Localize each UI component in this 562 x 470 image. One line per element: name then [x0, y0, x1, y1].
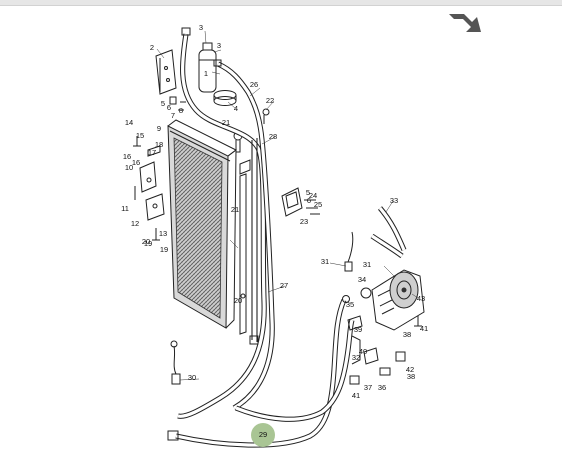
callout-5: 5	[306, 188, 310, 197]
callout-41: 41	[420, 324, 428, 333]
callout-23: 23	[300, 217, 308, 226]
receiver-dryer[interactable]	[198, 42, 217, 93]
callout-8: 8	[179, 106, 183, 115]
hose-30[interactable]	[167, 295, 350, 448]
compressor-fittings[interactable]	[347, 315, 422, 385]
next-page-arrow-icon[interactable]	[446, 11, 486, 35]
dryer-bracket[interactable]	[155, 49, 177, 95]
callout-20: 20	[234, 296, 242, 305]
callout-41: 41	[352, 391, 360, 400]
callout-18: 18	[155, 140, 163, 149]
callout-25: 25	[314, 200, 322, 209]
callout-4: 4	[234, 104, 238, 113]
callout-3: 3	[199, 23, 203, 32]
leader-lines	[156, 30, 419, 381]
callout-34: 34	[358, 275, 366, 284]
ac-compressor[interactable]	[360, 269, 425, 331]
callout-27: 27	[280, 281, 288, 290]
callout-38: 38	[403, 330, 411, 339]
mount-bracket-25[interactable]	[281, 187, 320, 217]
callout-26: 26	[250, 80, 258, 89]
callout-20: 20	[142, 237, 150, 246]
callout-29: 29	[259, 430, 267, 439]
hose-33[interactable]	[370, 206, 407, 259]
left-mount-hardware[interactable]	[133, 136, 165, 241]
callout-16: 16	[123, 152, 131, 161]
callout-42: 42	[406, 365, 414, 374]
callout-17: 17	[148, 148, 156, 157]
highlight-badge-30[interactable]	[251, 423, 275, 447]
callout-16: 16	[132, 158, 140, 167]
callout-39: 39	[354, 325, 362, 334]
callout-43: 43	[417, 294, 425, 303]
sensor-lead-31-left[interactable]	[170, 340, 181, 385]
callout-36: 36	[378, 383, 386, 392]
clamp-ring[interactable]	[213, 90, 237, 106]
callout-21: 21	[222, 118, 230, 127]
hose-29-tube[interactable]	[251, 138, 258, 342]
callout-7: 7	[171, 111, 175, 120]
hose-top-fittings[interactable]	[181, 27, 259, 345]
hose-27-upper[interactable]	[216, 61, 275, 411]
callout-19: 19	[144, 239, 152, 248]
condenser-core[interactable]	[167, 119, 237, 329]
callout-37: 37	[364, 383, 372, 392]
callout-30: 30	[188, 373, 196, 382]
callout-14: 14	[125, 118, 133, 127]
callout-12: 12	[131, 219, 139, 228]
hose-30-branch[interactable]	[235, 319, 355, 422]
top-toolbar-strip	[0, 0, 562, 6]
callout-1: 1	[204, 69, 208, 78]
callout-31: 31	[321, 257, 329, 266]
callout-9: 9	[157, 124, 161, 133]
condenser-side-bracket[interactable]	[239, 159, 251, 335]
sensor-lead-31-right[interactable]	[344, 231, 354, 272]
callout-32: 32	[352, 353, 360, 362]
callout-13: 13	[159, 229, 167, 238]
callout-6: 6	[167, 103, 171, 112]
callout-28: 28	[269, 132, 277, 141]
hose-27-28[interactable]	[177, 33, 267, 419]
callout-38: 38	[407, 372, 415, 381]
callout-40: 40	[359, 347, 367, 356]
callout-19: 19	[160, 245, 168, 254]
callout-2: 2	[150, 43, 154, 52]
callout-10: 10	[125, 163, 133, 172]
callout-3: 3	[217, 41, 221, 50]
callout-15: 15	[136, 131, 144, 140]
callout-11: 11	[121, 204, 129, 213]
callout-6: 6	[307, 196, 311, 205]
callout-22: 22	[266, 96, 274, 105]
callout-5: 5	[161, 99, 165, 108]
callout-24: 24	[309, 191, 317, 200]
callout-35: 35	[346, 300, 354, 309]
callout-33: 33	[390, 196, 398, 205]
callout-31: 31	[363, 260, 371, 269]
callout-21: 21	[231, 205, 239, 214]
